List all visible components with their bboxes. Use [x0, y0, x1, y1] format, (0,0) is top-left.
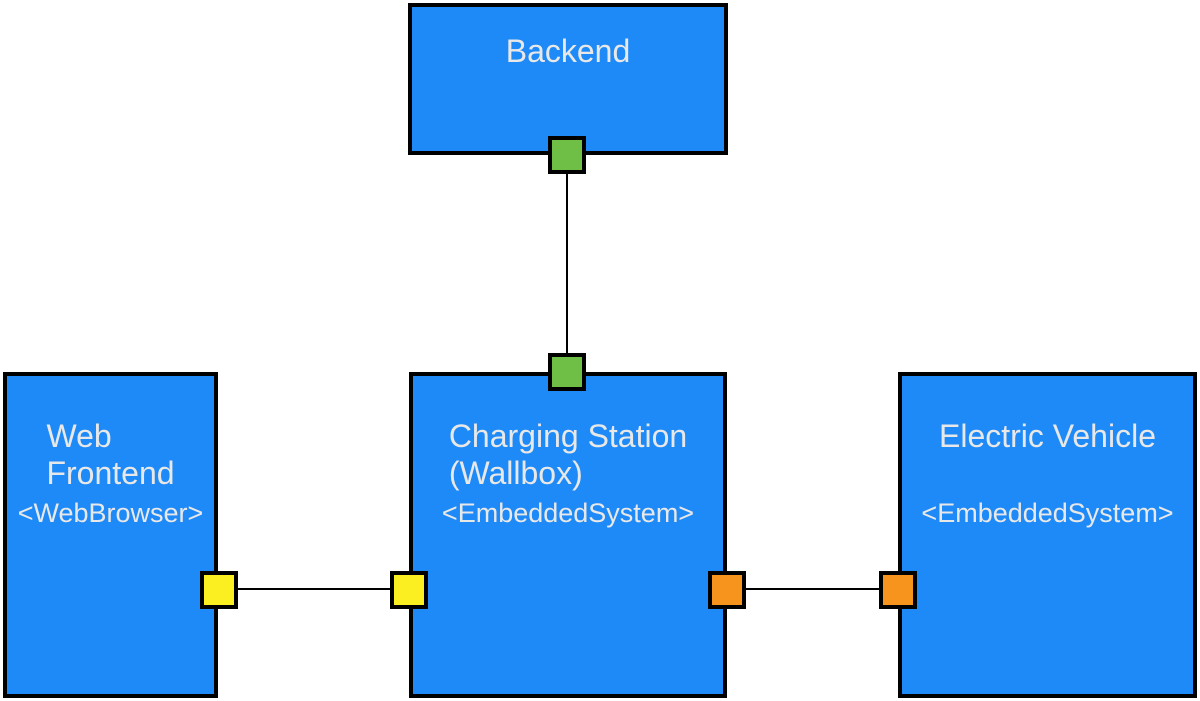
port-charging-station-right: [708, 571, 746, 609]
connector-charging-station-electric-vehicle: [727, 588, 898, 590]
node-title-row: Charging Station (Wallbox): [413, 376, 723, 492]
node-stereotype: <EmbeddedSystem>: [921, 498, 1174, 528]
connector-backend-charging-station: [566, 160, 568, 366]
node-electric-vehicle: Electric Vehicle <EmbeddedSystem>: [898, 372, 1197, 698]
connector-web-frontend-charging-station: [219, 588, 409, 590]
node-title-row: Web Frontend: [7, 376, 214, 492]
node-title: Backend: [505, 33, 631, 69]
port-backend-bottom: [548, 136, 586, 174]
node-stereotype: <WebBrowser>: [17, 498, 204, 528]
node-stereotype: <EmbeddedSystem>: [441, 498, 695, 528]
node-title-row: Backend: [412, 7, 724, 70]
node-backend: Backend: [408, 3, 728, 155]
node-web-frontend: Web Frontend <WebBrowser>: [3, 372, 218, 698]
node-title: Electric Vehicle: [939, 418, 1156, 454]
node-title: Web Frontend: [46, 418, 175, 491]
port-web-frontend-right: [200, 571, 238, 609]
port-charging-station-top: [548, 353, 586, 391]
node-charging-station: Charging Station (Wallbox) <EmbeddedSyst…: [409, 372, 727, 698]
port-electric-vehicle-left: [879, 571, 917, 609]
node-title: Charging Station (Wallbox): [448, 418, 688, 491]
port-charging-station-left: [390, 571, 428, 609]
node-title-row: Electric Vehicle: [902, 376, 1193, 455]
